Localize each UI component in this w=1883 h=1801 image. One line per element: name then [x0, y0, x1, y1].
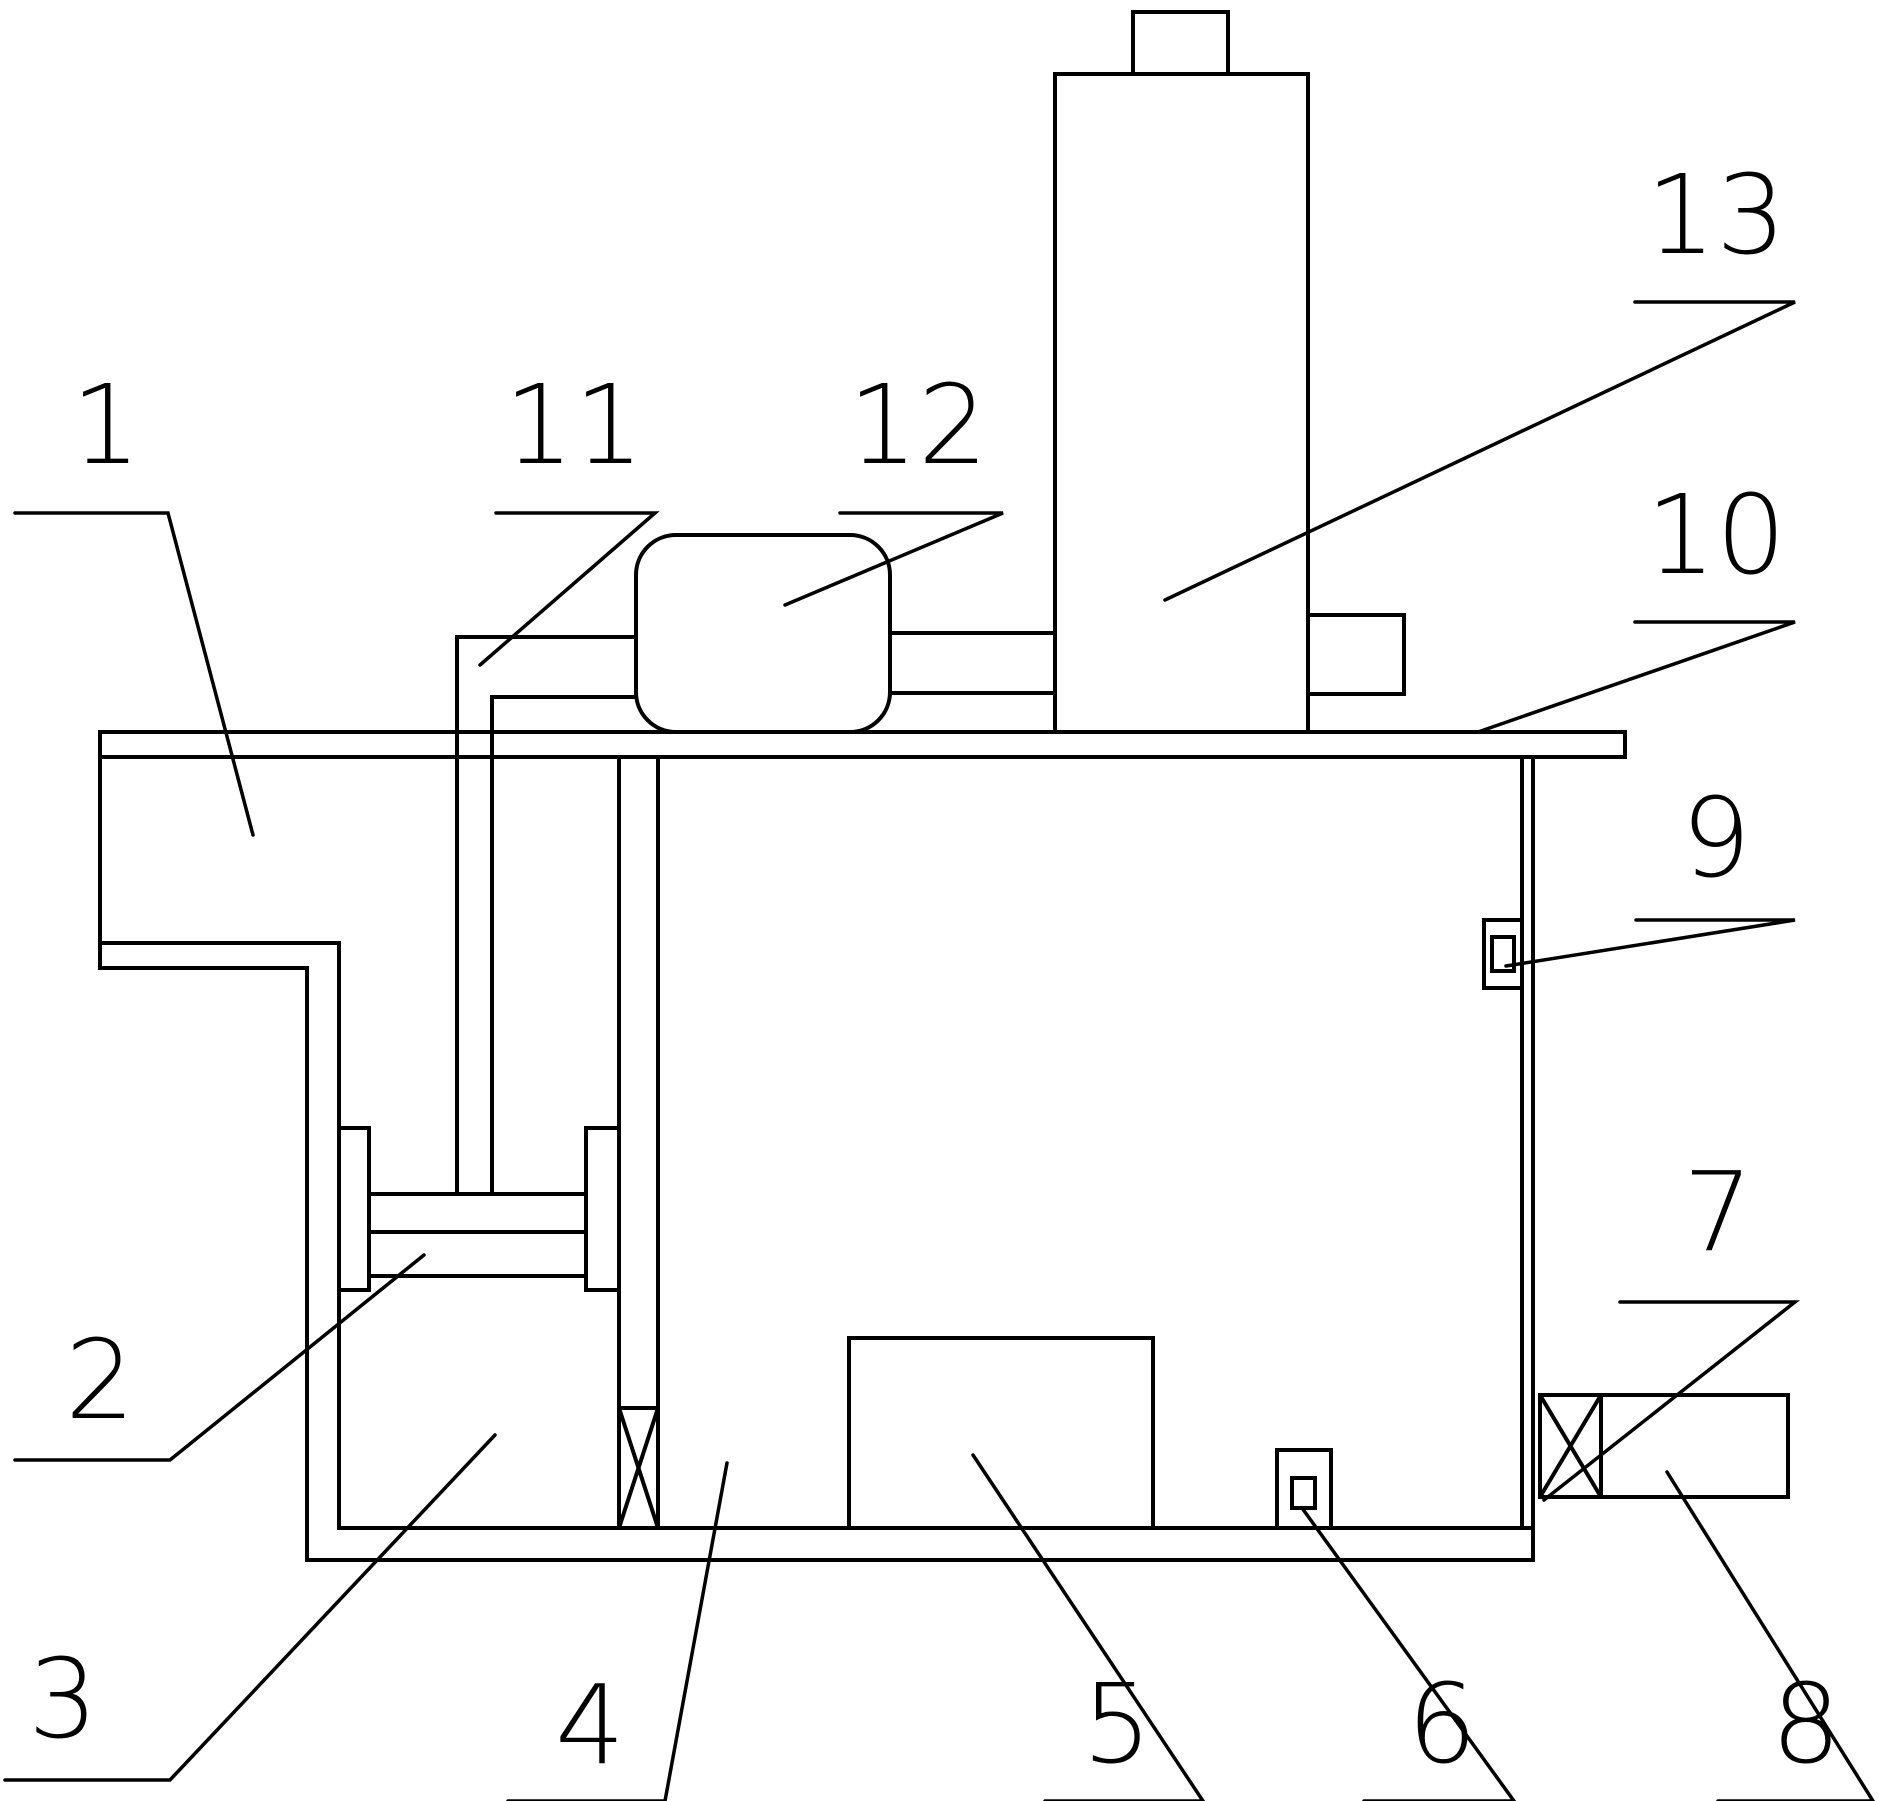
label-11: 11 [504, 361, 644, 489]
column-unit [1053, 10, 1406, 734]
vertical-pipe [455, 635, 636, 1195]
callout-labels: 1 2 3 4 5 6 7 8 9 10 11 12 13 [28, 151, 1841, 1789]
label-6: 6 [1407, 1660, 1477, 1788]
outlet-valve [1538, 1393, 1603, 1499]
floor-sensor [1275, 1448, 1333, 1530]
pump-box [634, 533, 892, 734]
horizontal-tube [337, 1126, 621, 1292]
connecting-pipes [890, 631, 1055, 695]
label-9: 9 [1681, 774, 1751, 902]
label-10: 10 [1646, 471, 1786, 599]
outlet-pipe [1599, 1393, 1790, 1499]
partition-wall [617, 755, 660, 1530]
label-4: 4 [555, 1661, 625, 1789]
label-12: 12 [848, 361, 988, 489]
label-8: 8 [1771, 1660, 1841, 1788]
label-3: 3 [28, 1635, 98, 1763]
leader-lines [3, 300, 1876, 1801]
inlet-channel [98, 737, 1535, 1562]
wall-sensor [1482, 918, 1524, 990]
label-2: 2 [65, 1316, 135, 1444]
top-cover-plate [98, 730, 1627, 759]
label-13: 13 [1646, 151, 1786, 279]
label-7: 7 [1683, 1148, 1753, 1276]
label-1: 1 [71, 361, 141, 489]
label-5: 5 [1082, 1660, 1152, 1788]
